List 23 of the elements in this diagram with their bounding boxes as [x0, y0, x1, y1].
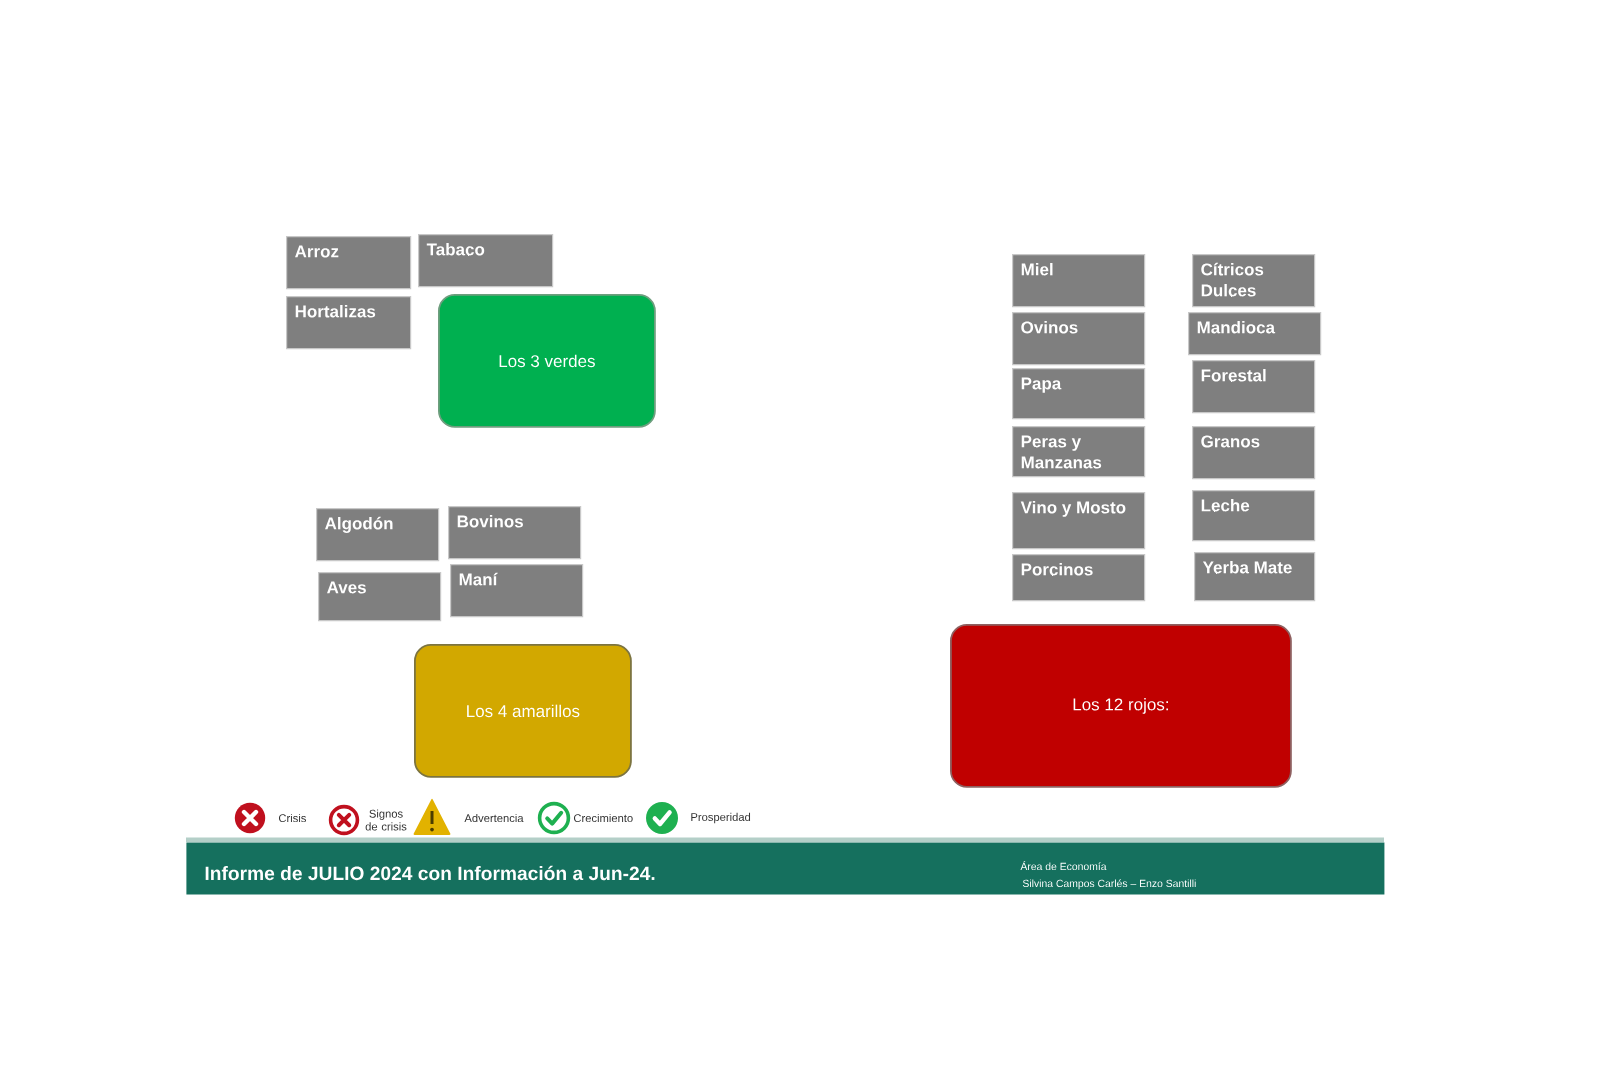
report-title: Informe de JULIO 2024 con Información a Jun-24.: [205, 865, 655, 881]
category-box: Bovinos: [448, 506, 582, 560]
rounded-box: Los 12 rojos:: [950, 624, 1292, 788]
rounded-box: Los 4 amarillos: [414, 644, 632, 778]
category-box: Forestal: [1192, 360, 1316, 414]
category-box: Peras y Manzanas: [1012, 426, 1146, 478]
rounded-box: Los 3 verdes: [438, 294, 656, 428]
category-box: Granos: [1192, 426, 1316, 480]
category-box: Leche: [1192, 490, 1316, 542]
category-box: Porcinos: [1012, 554, 1146, 602]
category-box: Aves: [318, 572, 442, 622]
category-box: Cítricos Dulces: [1192, 254, 1316, 308]
category-box: Hortalizas: [286, 296, 412, 350]
category-box: Algodón: [316, 508, 440, 562]
category-box: Tabaco: [418, 234, 554, 288]
category-box: Miel: [1012, 254, 1146, 308]
category-box: Mandioca: [1188, 312, 1322, 356]
category-box: Arroz: [286, 236, 412, 290]
category-box: Ovinos: [1012, 312, 1146, 366]
category-box: Vino y Mosto: [1012, 492, 1146, 550]
category-box: Yerba Mate: [1194, 552, 1316, 602]
category-box: Maní: [450, 564, 584, 618]
category-box: Papa: [1012, 368, 1146, 420]
